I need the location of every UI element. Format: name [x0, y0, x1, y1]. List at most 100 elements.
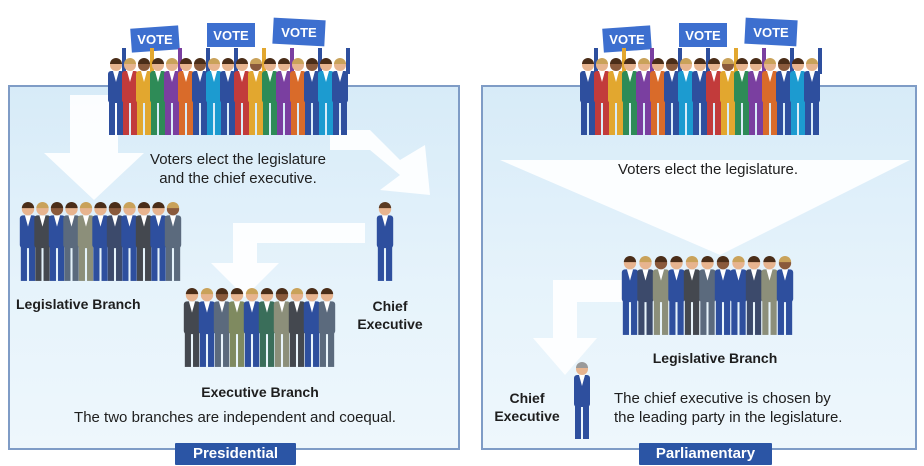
vote-sign-1: VOTE [600, 23, 654, 55]
person-figure [304, 48, 322, 135]
chief-executive-figure-presidential [376, 202, 394, 281]
executive-branch-label: Executive Branch [201, 384, 319, 400]
person-figure [621, 256, 639, 335]
person-figure [748, 48, 766, 135]
legislative-branch-label-presidential: Legislative Branch [16, 296, 141, 312]
arrow-voters-to-legislature [500, 160, 910, 255]
person-figure [580, 48, 598, 135]
person-figure [734, 58, 750, 135]
person-figure [668, 256, 685, 335]
person-figure [243, 288, 261, 367]
person-figure [692, 48, 710, 135]
parliamentary-caption: The chief executive is chosen by the lea… [614, 390, 843, 427]
person-figure [608, 48, 626, 135]
executive-branch-group [183, 288, 336, 367]
vote-sign-text: VOTE [281, 25, 317, 40]
arrow-chief-to-executive [211, 215, 365, 297]
person-figure [622, 58, 638, 135]
person-figure [318, 288, 336, 367]
person-figure [637, 256, 654, 335]
legislative-branch-group-parliamentary [621, 256, 794, 335]
person-figure [150, 202, 167, 281]
chief-executive-label-parliamentary: Chief Executive [494, 390, 560, 424]
person-figure [636, 48, 654, 135]
person-figure [664, 48, 682, 135]
person-figure [761, 256, 778, 335]
arrow-legislature-to-chief [533, 280, 635, 375]
person-figure [276, 48, 294, 135]
person-figure [164, 48, 182, 135]
person-figure [164, 202, 182, 281]
person-figure [92, 202, 109, 281]
vote-sign-text: VOTE [753, 25, 789, 40]
person-figure [192, 48, 210, 135]
person-figure [804, 48, 822, 135]
person-figure [332, 48, 350, 135]
person-figure [136, 48, 154, 135]
person-figure [678, 58, 694, 135]
vote-sign-text: VOTE [137, 32, 173, 47]
person-figure [650, 58, 666, 135]
presidential-label: Presidential [175, 443, 296, 465]
parliamentary-panel [481, 85, 917, 450]
voters-elect-text-parliamentary: Voters elect the legislature. [617, 161, 799, 178]
person-figure [258, 288, 276, 367]
person-figure [706, 58, 722, 135]
person-figure [183, 288, 201, 367]
person-figure [63, 202, 80, 281]
person-figure [720, 48, 738, 135]
person-figure [594, 58, 610, 135]
person-figure [574, 362, 590, 439]
arrow-voters-to-legislative [44, 95, 144, 200]
voters-crowd-parliamentary: VOTE VOTE VOTE [580, 15, 822, 135]
person-figure [220, 48, 238, 135]
person-figure [262, 58, 278, 135]
person-figure [248, 48, 266, 135]
person-figure [790, 58, 806, 135]
vote-sign-text: VOTE [609, 32, 645, 47]
person-figure [714, 256, 732, 335]
person-figure [762, 58, 778, 135]
person-figure [776, 48, 794, 135]
vote-sign-2: VOTE [677, 21, 729, 49]
person-figure [318, 58, 334, 135]
person-figure [106, 202, 124, 281]
parliamentary-label: Parliamentary [639, 443, 772, 465]
person-figure [77, 202, 95, 281]
vote-sign-text: VOTE [685, 28, 721, 43]
voters-elect-text-presidential: Voters elect the legislature and the chi… [150, 151, 326, 188]
person-figure [273, 288, 291, 367]
legislative-branch-group-presidential [19, 202, 182, 281]
vote-sign-3: VOTE [270, 15, 328, 49]
person-figure [178, 58, 194, 135]
vote-sign-text: VOTE [213, 28, 249, 43]
person-figure [19, 202, 37, 281]
person-figure [122, 58, 138, 135]
vote-sign-1: VOTE [128, 23, 182, 55]
person-figure [730, 256, 747, 335]
chief-executive-label-presidential: Chief Executive [357, 298, 423, 332]
legislative-branch-label-parliamentary: Legislative Branch [652, 350, 778, 366]
person-figure [150, 58, 166, 135]
person-figure [198, 288, 216, 367]
person-figure [135, 202, 153, 281]
person-figure [303, 288, 321, 367]
person-figure [108, 48, 126, 135]
person-figure [699, 256, 716, 335]
person-figure [745, 256, 763, 335]
vote-sign-2: VOTE [205, 21, 257, 49]
person-figure [206, 58, 222, 135]
vote-sign-3: VOTE [742, 15, 800, 49]
person-figure [234, 58, 250, 135]
person-figure [228, 288, 246, 367]
person-figure [213, 288, 231, 367]
person-figure [121, 202, 138, 281]
person-figure [376, 202, 394, 281]
chief-executive-figure-parliamentary [574, 362, 590, 439]
person-figure [683, 256, 701, 335]
person-figure [48, 202, 66, 281]
person-figure [34, 202, 51, 281]
person-figure [776, 256, 794, 335]
person-figure [290, 58, 306, 135]
presidential-caption: The two branches are independent and coe… [74, 409, 396, 426]
